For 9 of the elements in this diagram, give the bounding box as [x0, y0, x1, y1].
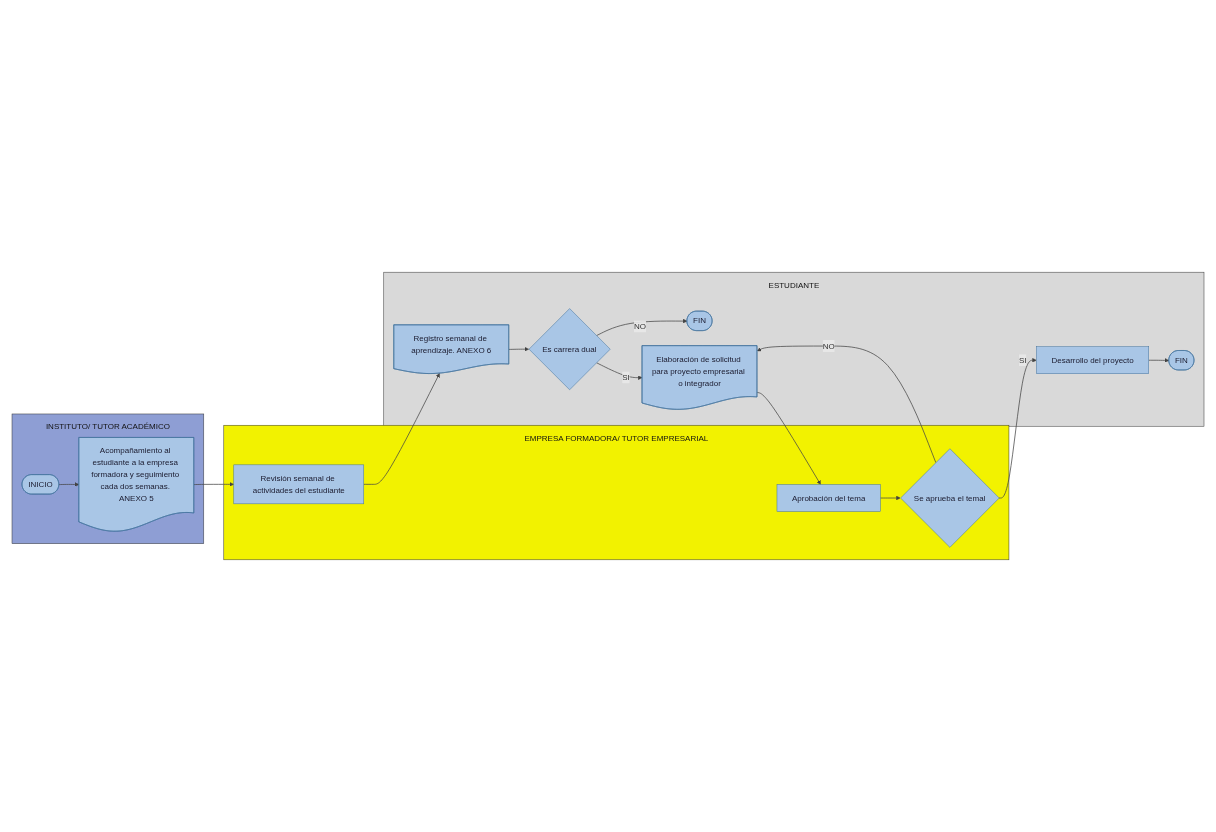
node-box: Desarrollo del proyecto — [1036, 346, 1149, 374]
node-diamond: Se aprueba el temal — [900, 448, 1000, 548]
node-box: Revisión semanal de actividades del estudiante — [233, 464, 364, 505]
edge-label: SI — [1018, 355, 1027, 365]
node-diamond: Es carrera dual — [528, 308, 611, 391]
edge-label: NO — [822, 341, 835, 351]
edge-label: NO — [634, 321, 647, 331]
node-box: Aprobación del tema — [776, 484, 881, 512]
edge-label: SI — [622, 372, 630, 382]
